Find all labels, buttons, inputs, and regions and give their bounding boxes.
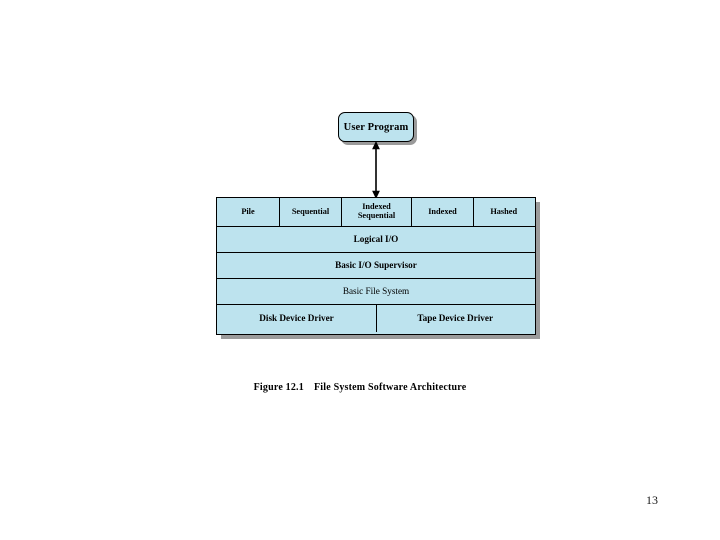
access-method-cell-sequential: Sequential bbox=[280, 198, 342, 226]
access-method-cell-pile: Pile bbox=[217, 198, 280, 226]
access-method-cell-hashed: Hashed bbox=[474, 198, 534, 226]
access-method-cell-indexed-sequential: Indexed Sequential bbox=[342, 198, 412, 226]
page-number: 13 bbox=[646, 493, 658, 507]
access-methods-row: Pile Sequential Indexed Sequential Index… bbox=[217, 198, 535, 227]
figure-caption-number: Figure 12.1 bbox=[253, 382, 304, 393]
user-program-box: User Program bbox=[338, 112, 414, 142]
layer-label-logical-io: Logical I/O bbox=[217, 227, 535, 252]
figure-caption-title: File System Software Architecture bbox=[313, 382, 467, 393]
access-method-cell-indexed: Indexed bbox=[412, 198, 474, 226]
layer-row-basic-file-system: Basic File System bbox=[217, 279, 535, 305]
double-headed-arrow-icon bbox=[370, 141, 382, 199]
device-drivers-row: Disk Device Driver Tape Device Driver bbox=[217, 305, 535, 332]
layer-row-logical-io: Logical I/O bbox=[217, 227, 535, 253]
layer-label-basic-io-supervisor: Basic I/O Supervisor bbox=[217, 253, 535, 278]
user-program-node: User Program bbox=[338, 112, 417, 145]
layer-label-basic-file-system: Basic File System bbox=[217, 279, 535, 304]
driver-cell-disk: Disk Device Driver bbox=[217, 305, 377, 332]
driver-cell-tape: Tape Device Driver bbox=[377, 305, 534, 332]
figure-caption: Figure 12.1 File System Software Architec… bbox=[0, 382, 720, 393]
layer-row-basic-io-supervisor: Basic I/O Supervisor bbox=[217, 253, 535, 279]
file-system-stack: Pile Sequential Indexed Sequential Index… bbox=[216, 197, 536, 335]
